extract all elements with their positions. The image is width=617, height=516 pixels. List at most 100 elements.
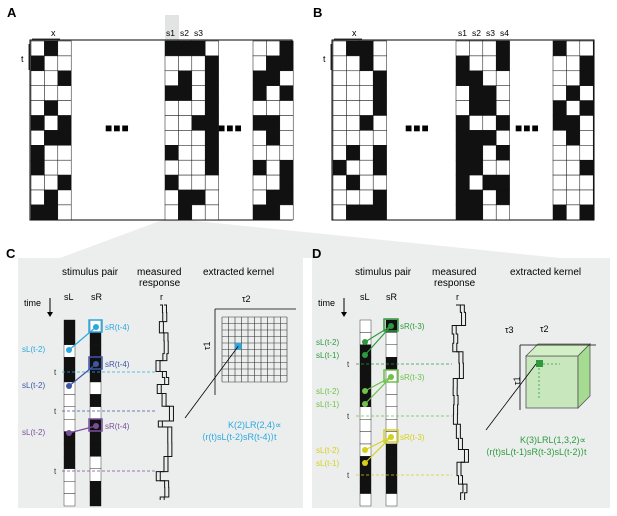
sr-lag-label: sR(t-3) (400, 322, 425, 331)
stimulus-pair-title: stimulus pair (62, 267, 119, 278)
sr-label: sR (91, 292, 103, 302)
stimulus-cell (57, 100, 72, 116)
strip-cell (385, 481, 398, 494)
stimulus-cell (266, 159, 281, 176)
strip-cell (385, 357, 398, 370)
stimulus-cell (482, 70, 497, 86)
stimulus-cell (252, 204, 267, 221)
ellipsis-b1: ■■■ (405, 121, 430, 135)
stimulus-cell (164, 100, 179, 116)
stimulus-cell (469, 189, 484, 206)
stimulus-cell (482, 85, 497, 101)
stimulus-cell (279, 174, 294, 191)
stimulus-cell (57, 174, 72, 191)
stimulus-cell (372, 55, 387, 72)
stimulus-cell (579, 145, 594, 161)
stimulus-cell (191, 204, 206, 221)
stimulus-cell (372, 115, 387, 131)
stimulus-cell (566, 204, 581, 221)
measured-title: measured (432, 267, 476, 278)
strip-cell (359, 481, 372, 494)
strip-cell (63, 493, 76, 507)
sr-highlight (88, 418, 103, 432)
stimulus-cell (178, 100, 193, 116)
stimulus-cell (482, 189, 497, 206)
stimulus-cell (57, 204, 72, 221)
stimulus-cell (266, 204, 281, 221)
sr-lag-label: sR(t-4) (105, 323, 130, 332)
stimulus-cell (44, 40, 59, 57)
stimulus-cell (455, 130, 470, 146)
stimulus-cell (346, 174, 361, 191)
formula-d-2: ⟨r(t)sL(t-1)sR(t-3)sL(t-2)⟩t (486, 447, 587, 457)
stimulus-cell (579, 55, 594, 72)
stimulus-cell (455, 115, 470, 131)
stimulus-cell (552, 145, 567, 161)
stimulus-cell (30, 115, 45, 131)
sr-lag-label: sR(t-4) (105, 360, 130, 369)
stimulus-cell (482, 159, 497, 176)
stimulus-cell (469, 85, 484, 101)
t-mark: t (54, 467, 57, 476)
stimulus-cell (372, 204, 387, 221)
stimulus-cell (332, 70, 347, 86)
stimulus-cell (552, 85, 567, 101)
stimulus-cell (164, 159, 179, 176)
stimulus-cell (252, 70, 267, 86)
stimulus-cell (346, 85, 361, 101)
strip-cell (89, 381, 102, 395)
stimulus-cell (44, 174, 59, 191)
stimulus-cell (372, 145, 387, 161)
stimulus-cell (495, 145, 510, 161)
response-trace (155, 304, 174, 500)
stimulus-cell (191, 159, 206, 176)
strip-cell (385, 443, 398, 457)
sr-highlight (88, 356, 103, 370)
t-mark: t (347, 360, 350, 369)
stimulus-cell (495, 115, 510, 131)
stimulus-cell (566, 130, 581, 146)
stimulus-cell (178, 174, 193, 191)
stimulus-cell (30, 174, 45, 191)
stimulus-cell (164, 40, 179, 57)
stimulus-cell (455, 85, 470, 101)
stimulus-cell (332, 130, 347, 146)
stimulus-cell (579, 130, 594, 146)
stimulus-cell (566, 55, 581, 72)
panel-c: C stimulus pair measured response extrac… (6, 246, 303, 508)
stimulus-cell (566, 115, 581, 131)
stimulus-cell (455, 40, 470, 57)
pair-connector (364, 436, 392, 464)
stimulus-cell (579, 70, 594, 86)
stimulus-cell (359, 70, 374, 86)
stimulus-cell (579, 159, 594, 176)
strip-cell (89, 493, 102, 507)
stimulus-cell (552, 70, 567, 86)
stimulus-cell (455, 55, 470, 72)
panel-label-c: C (6, 246, 16, 261)
sr-label: sR (386, 292, 398, 302)
strip-cell (89, 431, 102, 445)
stimulus-grid (252, 40, 294, 221)
panel-label-a: A (7, 5, 17, 20)
stimulus-cell (44, 70, 59, 86)
stimulus-cell (482, 204, 497, 221)
stimulus-cell (279, 85, 294, 101)
stimulus-cell (164, 85, 179, 101)
strip-cell (385, 456, 398, 469)
strip-cell (385, 332, 398, 345)
stimulus-cell (204, 189, 219, 206)
sl-lag-label: sL(t-2) (22, 381, 45, 390)
cube-side (577, 343, 591, 409)
stimulus-cell (455, 189, 470, 206)
x-axis-label-b: x (352, 28, 357, 38)
panel-a: A x t ■■■ ■■■ s1 s2 s3 (7, 5, 294, 221)
pair-connector (364, 325, 392, 356)
stimulus-cell (495, 85, 510, 101)
stimulus-cell (30, 70, 45, 86)
stimulus-cell (44, 145, 59, 161)
stimulus-cell (552, 204, 567, 221)
stimulus-cell (266, 40, 281, 57)
stimulus-cell (30, 85, 45, 101)
stimulus-cell (346, 189, 361, 206)
